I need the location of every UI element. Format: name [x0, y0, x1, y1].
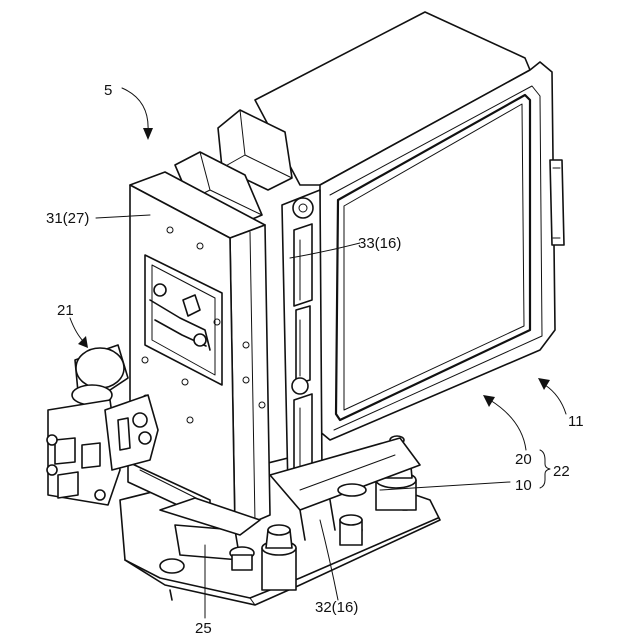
label-21: 21: [57, 302, 74, 319]
label-31-27: 31(27): [46, 210, 89, 227]
label-10: 10: [515, 477, 532, 494]
label-11: 11: [568, 413, 584, 430]
label-22: 22: [553, 463, 570, 480]
label-20: 20: [515, 451, 532, 468]
label-33-16: 33(16): [358, 235, 401, 252]
hinge-assembly: [282, 190, 322, 490]
label-25: 25: [195, 620, 212, 637]
label-32-16: 32(16): [315, 599, 358, 616]
label-5: 5: [104, 82, 112, 99]
front-plate: [128, 172, 270, 530]
